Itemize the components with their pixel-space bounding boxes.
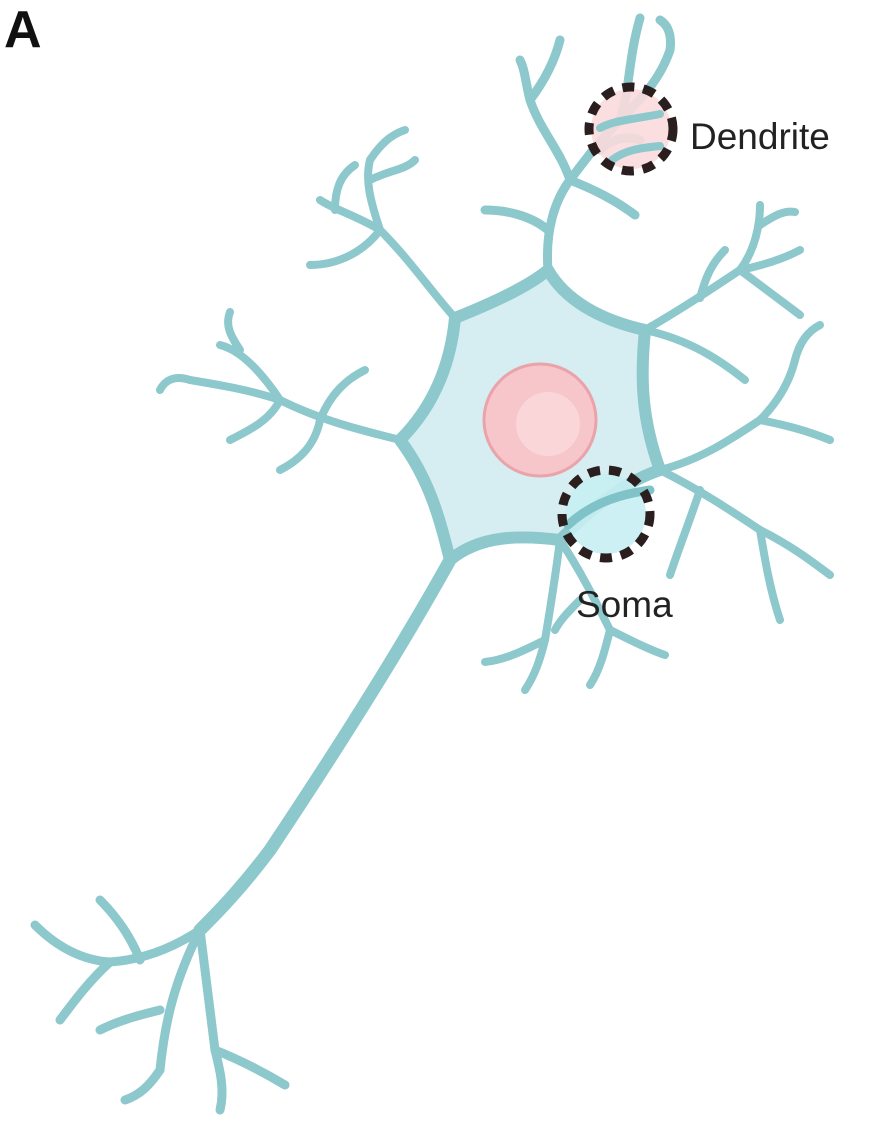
dendrite-left [160,312,400,470]
panel-label: A [4,4,42,56]
dendrite-right [660,325,830,620]
soma-label: Soma [576,586,673,623]
nucleus-highlight [516,392,580,456]
axon-terminals [35,900,285,1110]
axon [200,560,450,930]
dendrite-label: Dendrite [690,118,830,155]
dendrite-upper-left [310,130,455,318]
neuron-body [35,18,830,1110]
dendrite-upper-right [645,205,800,380]
